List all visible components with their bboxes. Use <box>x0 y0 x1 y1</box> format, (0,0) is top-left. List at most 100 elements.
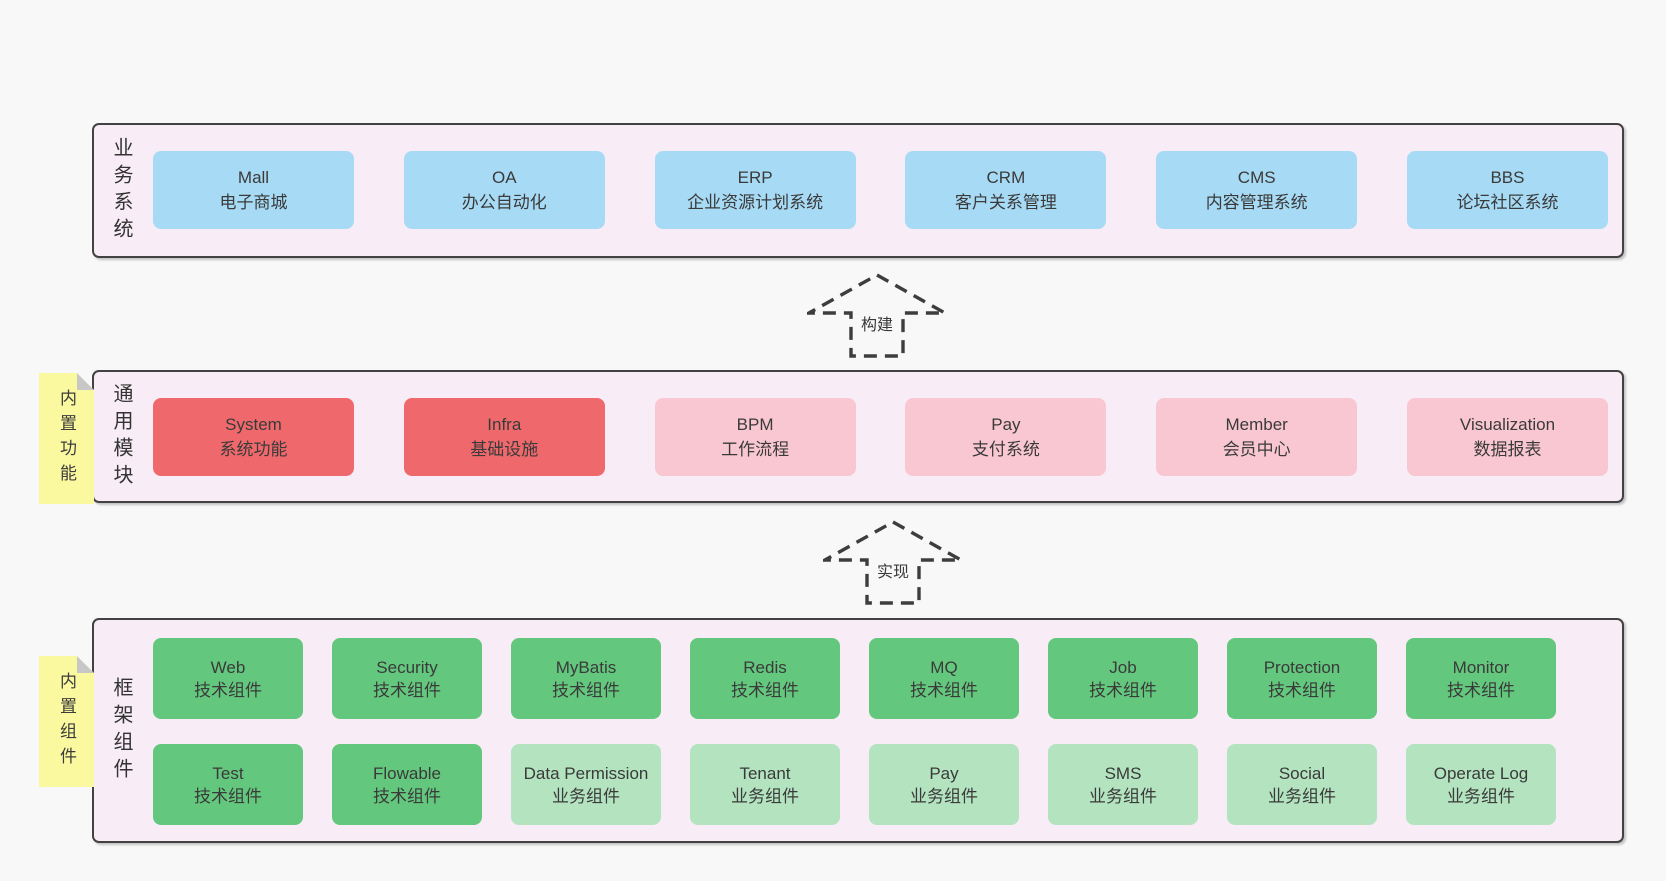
box-title: Job <box>1109 657 1137 677</box>
box-title: OA <box>492 168 517 187</box>
box-title: Pay <box>991 415 1021 434</box>
box-subtitle: 支付系统 <box>971 440 1040 459</box>
box-subtitle: 业务组件 <box>1268 786 1336 806</box>
box-cms: CMS 内容管理系统 <box>1156 151 1358 229</box>
box-subtitle: 技术组件 <box>373 680 441 700</box>
up-block-arrow-icon <box>807 273 947 358</box>
band-label: 框架组件 <box>110 676 132 785</box>
box-title: BBS <box>1490 168 1525 187</box>
box-system: System 系统功能 <box>153 398 354 476</box>
arrow-label: 构建 <box>857 311 897 335</box>
box-subtitle: 论坛社区系统 <box>1456 193 1559 212</box>
band-business-systems: 业务系统 Mall 电子商城 OA 办公自动化 ERP 企业资源计划系统 CRM… <box>92 123 1624 258</box>
box-title: System <box>225 415 282 434</box>
box-mall: Mall 电子商城 <box>153 151 354 229</box>
box-job: Job 技术组件 <box>1048 638 1198 719</box>
box-title: Monitor <box>1452 657 1510 677</box>
box-title: Flowable <box>372 763 442 783</box>
box-infra: Infra 基础设施 <box>403 398 605 476</box>
sticky-label: 内置功能 <box>57 388 76 489</box>
box-redis: Redis 技术组件 <box>690 638 840 719</box>
box-flowable: Flowable 技术组件 <box>332 744 482 825</box>
box-sms: SMS 业务组件 <box>1048 744 1198 825</box>
box-test: Test 技术组件 <box>153 744 303 825</box>
box-title: Mall <box>237 168 270 187</box>
box-subtitle: 内容管理系统 <box>1205 193 1308 212</box>
box-title: Operate Log <box>1433 763 1529 783</box>
box-mybatis: MyBatis 技术组件 <box>511 638 661 719</box>
sticky-label: 内置组件 <box>57 671 76 772</box>
folded-corner-icon <box>77 373 94 390</box>
band-label: 业务系统 <box>110 136 132 245</box>
band-label: 通用模块 <box>110 382 132 491</box>
box-erp: ERP 企业资源计划系统 <box>654 151 856 229</box>
box-title: MyBatis <box>555 657 617 677</box>
box-subtitle: 办公自动化 <box>461 193 547 212</box>
box-title: ERP <box>737 168 773 187</box>
implement-arrow: 实现 <box>823 520 963 605</box>
box-data-permission: Data Permission 业务组件 <box>511 744 661 825</box>
box-title: Infra <box>487 415 522 434</box>
box-title: Tenant <box>739 763 791 783</box>
box-subtitle: 技术组件 <box>552 680 620 700</box>
box-tenant: Tenant 业务组件 <box>690 744 840 825</box>
framework-box-row-2: Test 技术组件 Flowable 技术组件 Data Permission … <box>153 744 1556 825</box>
box-member: Member 会员中心 <box>1156 398 1358 476</box>
box-title: Protection <box>1263 657 1341 677</box>
box-title: Data Permission <box>523 763 649 783</box>
box-title: Test <box>212 763 244 783</box>
box-title: CMS <box>1237 168 1276 187</box>
common-box-row: System 系统功能 Infra 基础设施 BPM 工作流程 Pay 支付系统… <box>153 398 1608 476</box>
box-web: Web 技术组件 <box>153 638 303 719</box>
band-common-modules: 内置功能 通用模块 System 系统功能 Infra 基础设施 BPM 工作流… <box>92 370 1624 503</box>
up-block-arrow-icon <box>823 520 963 605</box>
box-subtitle: 技术组件 <box>373 786 441 806</box>
box-title: SMS <box>1104 763 1142 783</box>
box-subtitle: 业务组件 <box>552 786 620 806</box>
box-pay-module: Pay 支付系统 <box>905 398 1107 476</box>
box-subtitle: 基础设施 <box>470 440 539 459</box>
band-framework-components: 内置组件 框架组件 Web 技术组件 Security 技术组件 MyBatis… <box>92 618 1624 843</box>
box-bpm: BPM 工作流程 <box>654 398 856 476</box>
box-pay-component: Pay 业务组件 <box>869 744 1019 825</box>
box-title: Pay <box>929 763 959 783</box>
box-title: Social <box>1278 763 1326 783</box>
box-subtitle: 业务组件 <box>1447 786 1515 806</box>
framework-box-row-1: Web 技术组件 Security 技术组件 MyBatis 技术组件 Redi… <box>153 638 1556 719</box>
box-security: Security 技术组件 <box>332 638 482 719</box>
arrow-label: 实现 <box>873 558 913 582</box>
box-operate-log: Operate Log 业务组件 <box>1406 744 1556 825</box>
box-title: Redis <box>743 657 787 677</box>
sticky-note-builtin-features: 内置功能 <box>39 373 94 504</box>
box-crm: CRM 客户关系管理 <box>905 151 1107 229</box>
box-title: Visualization <box>1459 415 1556 434</box>
box-subtitle: 业务组件 <box>910 786 978 806</box>
folded-corner-icon <box>77 656 94 673</box>
box-title: CRM <box>986 168 1026 187</box>
box-title: BPM <box>736 415 774 434</box>
box-subtitle: 工作流程 <box>721 440 790 459</box>
box-subtitle: 业务组件 <box>731 786 799 806</box>
box-subtitle: 会员中心 <box>1222 440 1291 459</box>
box-subtitle: 数据报表 <box>1473 440 1542 459</box>
box-title: MQ <box>930 657 958 677</box>
sticky-note-builtin-components: 内置组件 <box>39 656 94 787</box>
box-subtitle: 技术组件 <box>910 680 978 700</box>
box-subtitle: 技术组件 <box>1089 680 1157 700</box>
box-title: Web <box>210 657 246 677</box>
box-title: Member <box>1225 415 1288 434</box>
box-title: Security <box>376 657 438 677</box>
box-subtitle: 技术组件 <box>731 680 799 700</box>
box-subtitle: 技术组件 <box>194 786 262 806</box>
box-subtitle: 系统功能 <box>219 440 288 459</box>
box-subtitle: 客户关系管理 <box>954 193 1057 212</box>
box-bbs: BBS 论坛社区系统 <box>1406 151 1608 229</box>
box-subtitle: 技术组件 <box>1268 680 1336 700</box>
box-oa: OA 办公自动化 <box>403 151 605 229</box>
box-subtitle: 业务组件 <box>1089 786 1157 806</box>
box-subtitle: 技术组件 <box>1447 680 1515 700</box>
box-subtitle: 电子商城 <box>219 193 288 212</box>
box-mq: MQ 技术组件 <box>869 638 1019 719</box>
box-visualization: Visualization 数据报表 <box>1406 398 1608 476</box>
box-monitor: Monitor 技术组件 <box>1406 638 1556 719</box>
